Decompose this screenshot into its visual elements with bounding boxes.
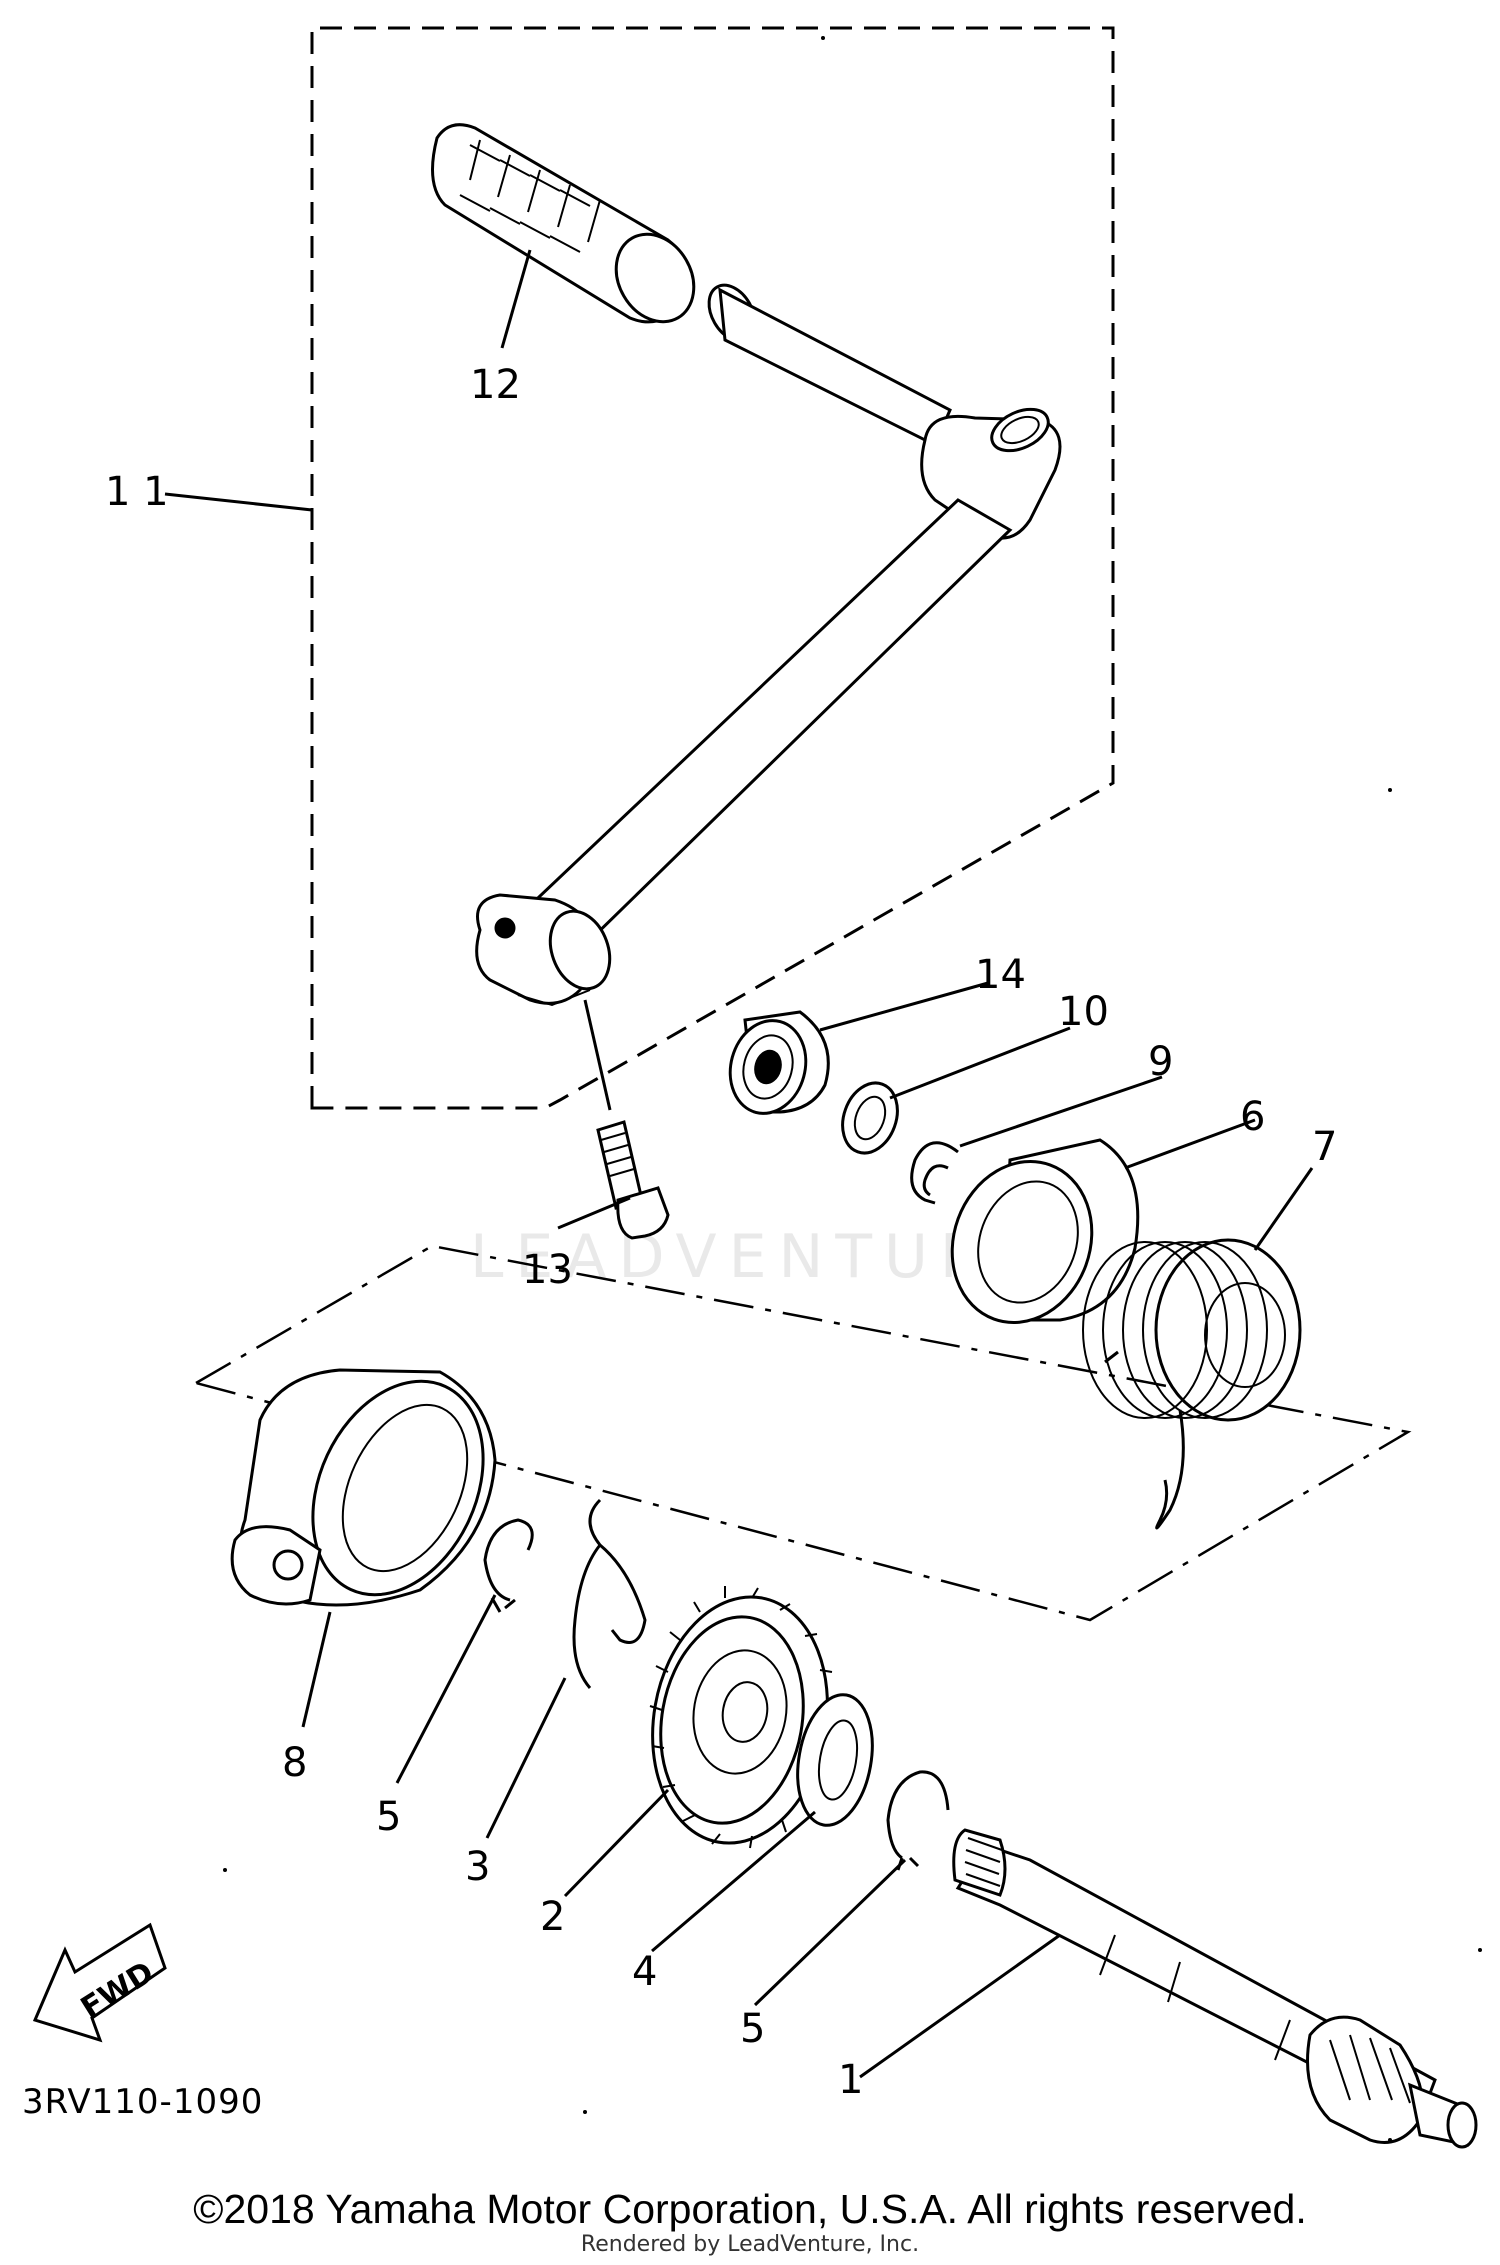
callout-5b: 5 [740,2006,765,2052]
callout-10: 10 [1058,989,1109,1035]
callout-14: 14 [975,952,1026,998]
circlip-part-9 [910,1141,959,1205]
bearing-part-14 [728,1010,830,1115]
part-code: 3RV110-1090 [22,2082,264,2122]
ratchet-gear-part-2 [649,1586,839,1849]
spring-cover-part-6 [950,1138,1140,1324]
fwd-arrow-icon: FWD [32,1922,167,2043]
callout-1: 1 [838,2057,863,2103]
watermark: LEADVENTURE [470,1222,1044,1292]
callout-9: 9 [1148,1039,1173,1085]
kick-lever-part-11 [475,283,1062,1007]
copyright-text: ©2018 Yamaha Motor Corporation, U.S.A. A… [193,2186,1307,2232]
callout-12: 12 [470,362,521,408]
callout-5a: 5 [376,1794,401,1840]
grip-part-12 [431,123,696,324]
callout-8: 8 [282,1740,307,1786]
bolt-part-13 [583,999,670,1240]
callout-11: 1 1 [105,469,169,515]
rendered-by-text: Rendered by LeadVenture, Inc. [580,2232,920,2257]
callout-13: 13 [522,1247,573,1293]
kick-guide-part-8 [230,1368,497,1607]
leader-lines [164,249,1314,2079]
callout-2: 2 [540,1894,565,1940]
circlip-part-5-lower [886,1770,950,1871]
torsion-spring-part-7 [1082,1238,1302,1530]
callout-3: 3 [465,1844,490,1890]
wire-clip-part-3 [572,1498,647,1689]
lower-assembly-outline [192,1244,1412,1622]
callout-4: 4 [632,1949,657,1995]
kick-lever-assembly-box [310,26,1115,1110]
kick-axle-part-1 [952,1828,1478,2149]
washer-part-4 [796,1693,874,1827]
callout-6: 6 [1240,1094,1265,1140]
callout-7: 7 [1312,1124,1337,1170]
washer-part-10 [841,1081,899,1155]
